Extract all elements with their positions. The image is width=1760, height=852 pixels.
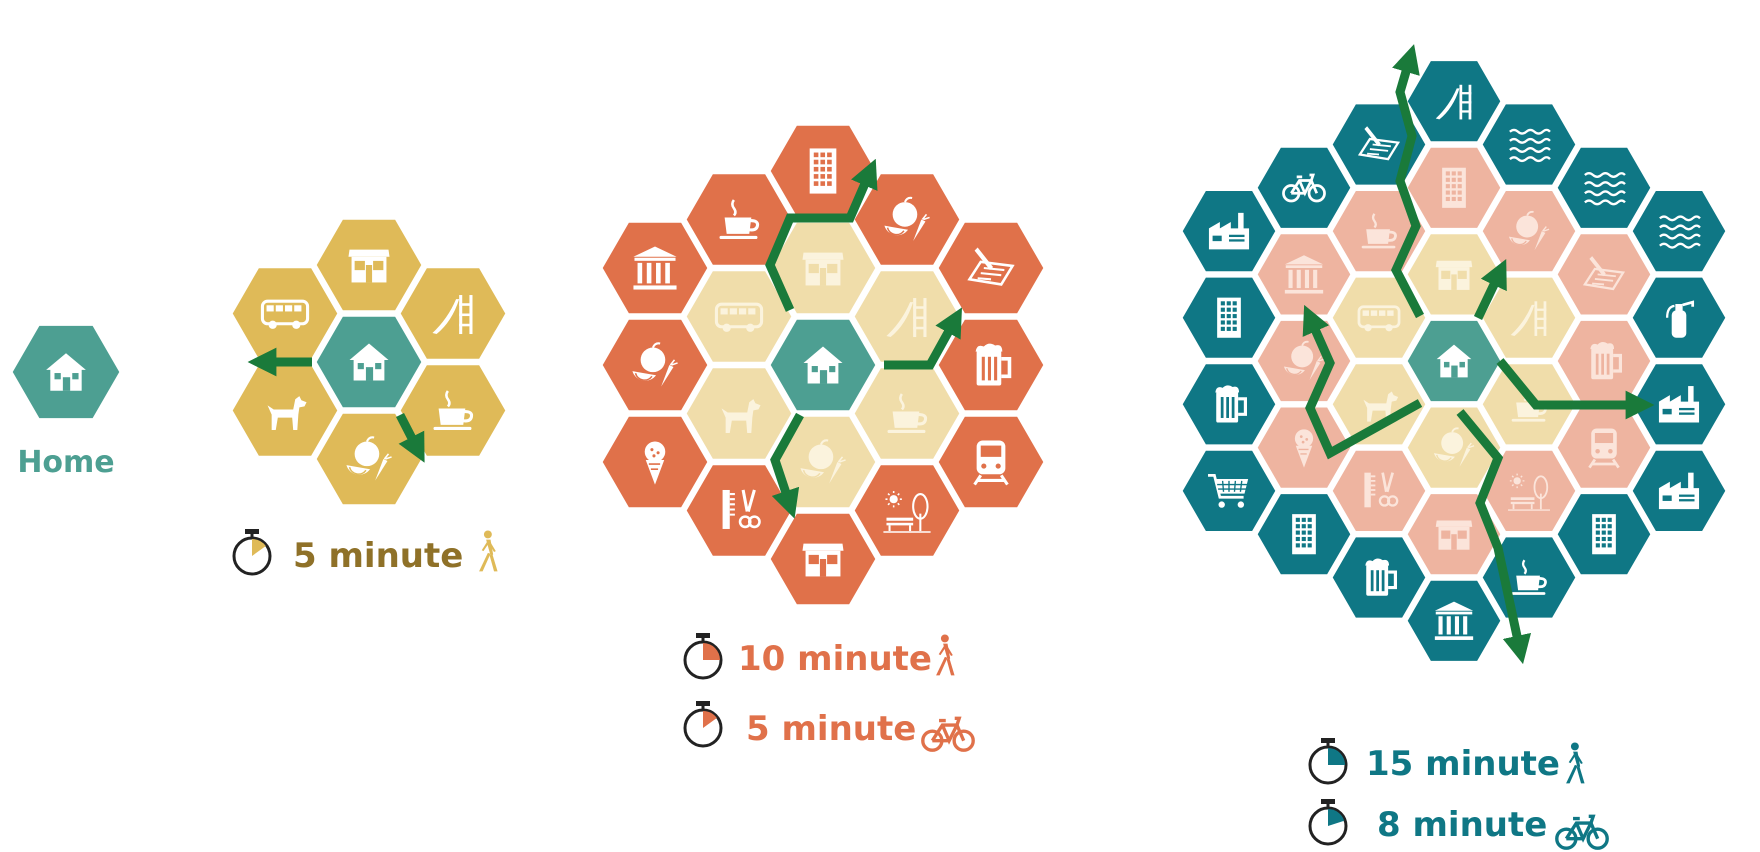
bicycle-icon <box>921 716 975 752</box>
office-building-icon <box>1217 297 1241 338</box>
hex-cell-dog <box>1329 361 1429 448</box>
hex-cell-bus <box>683 268 795 365</box>
hex-cell-fruit <box>313 410 425 508</box>
route-arrow <box>1456 409 1532 665</box>
hex-cell-museum <box>599 219 711 317</box>
stopwatch-icon <box>683 701 723 748</box>
caption-text: 10 minute <box>738 639 932 679</box>
storefront-icon <box>1435 260 1473 290</box>
hex-cell-park-bench <box>851 462 963 559</box>
route-arrow <box>884 307 962 370</box>
storefront-icon <box>348 249 390 283</box>
caption-five-minute-walk: 5 minute <box>232 529 498 576</box>
office-building-icon <box>1442 167 1466 208</box>
hex-cell-factory <box>1629 447 1729 534</box>
hex-cell-house <box>1404 317 1504 405</box>
hex-cell-office-building <box>1554 491 1654 578</box>
home-marker <box>9 322 123 422</box>
hex-cell-dog <box>683 365 795 462</box>
route-arrow <box>1473 259 1507 320</box>
office-building-icon <box>809 148 837 194</box>
walking-person-icon <box>936 634 955 676</box>
hex-cell-bicycle <box>1254 144 1354 231</box>
hex-cell-waves <box>1479 101 1579 188</box>
walking-person-icon <box>479 530 498 572</box>
hex-cell-beer-mug <box>1329 534 1429 621</box>
hex-cell-train <box>935 413 1047 511</box>
home-label: Home <box>17 445 114 480</box>
hex-cell-coffee <box>1479 361 1579 448</box>
office-building-icon <box>1292 514 1316 555</box>
hex-cell-house <box>313 313 425 411</box>
route-arrow <box>1496 358 1655 420</box>
hex-cell-museum <box>1404 577 1504 664</box>
caption-text: 8 minute <box>1377 805 1547 845</box>
hex-cell-slide <box>397 265 509 362</box>
storefront-icon <box>802 252 844 286</box>
hex-cell-ice-cream <box>1254 404 1354 491</box>
hex-cell-ice-cream <box>599 413 711 511</box>
hex-cell-office-building <box>1254 491 1354 578</box>
hex-cell-fruit <box>599 316 711 414</box>
home-hex <box>9 322 123 422</box>
hex-cell-notepad <box>935 219 1047 317</box>
route-arrow <box>770 412 804 519</box>
hex-cell-storefront <box>1404 491 1504 578</box>
hex-cell-fruit <box>1479 188 1579 275</box>
hex-cell-beer-mug <box>1179 361 1279 448</box>
route-arrow <box>765 158 878 312</box>
hex-cell-factory <box>1179 188 1279 275</box>
route-arrow <box>1302 304 1423 460</box>
caption-fifteen-minute-walk: 15 minute <box>1308 738 1585 785</box>
storefront-icon <box>1435 520 1473 550</box>
hex-cell-fire-extinguisher <box>1629 274 1729 361</box>
caption-text: 15 minute <box>1366 744 1560 784</box>
hex-cell-beer-mug <box>935 316 1047 414</box>
hex-cell-waves <box>1554 144 1654 231</box>
caption-five-minute-bike: 5 minute <box>683 701 975 752</box>
hex-cell-notepad <box>1554 231 1654 318</box>
hex-cell-shopping-cart <box>1179 447 1279 534</box>
stopwatch-icon <box>232 529 272 576</box>
hex-cell-fruit <box>767 413 879 511</box>
caption-text: 5 minute <box>746 709 916 749</box>
stopwatch-icon <box>1308 738 1348 785</box>
caption-ten-minute-walk: 10 minute <box>683 633 955 680</box>
five-minute-cluster <box>229 216 509 508</box>
hex-cell-house <box>767 316 879 414</box>
caption-text: 5 minute <box>293 536 463 576</box>
hex-cell-storefront <box>767 510 879 608</box>
route-arrow <box>1390 44 1424 319</box>
stopwatch-icon <box>683 633 723 680</box>
hex-cell-office-building <box>1179 274 1279 361</box>
caption-eight-minute-bike: 8 minute <box>1308 799 1609 850</box>
bicycle-icon <box>1555 814 1609 850</box>
hex-cell-coffee <box>397 362 509 459</box>
route-arrow <box>395 412 425 463</box>
storefront-icon <box>802 543 844 577</box>
ten-minute-cluster <box>599 122 1047 608</box>
stopwatch-icon <box>1308 799 1348 846</box>
hex-cell-barber <box>683 462 795 559</box>
fifteen-minute-cluster <box>1179 58 1729 664</box>
office-building-icon <box>1592 514 1616 555</box>
walking-person-icon <box>1566 742 1585 784</box>
hex-cell-barber <box>1329 447 1429 534</box>
route-arrows <box>247 44 1655 665</box>
hex-cell-storefront <box>313 216 425 314</box>
hex-cell-waves <box>1629 188 1729 275</box>
